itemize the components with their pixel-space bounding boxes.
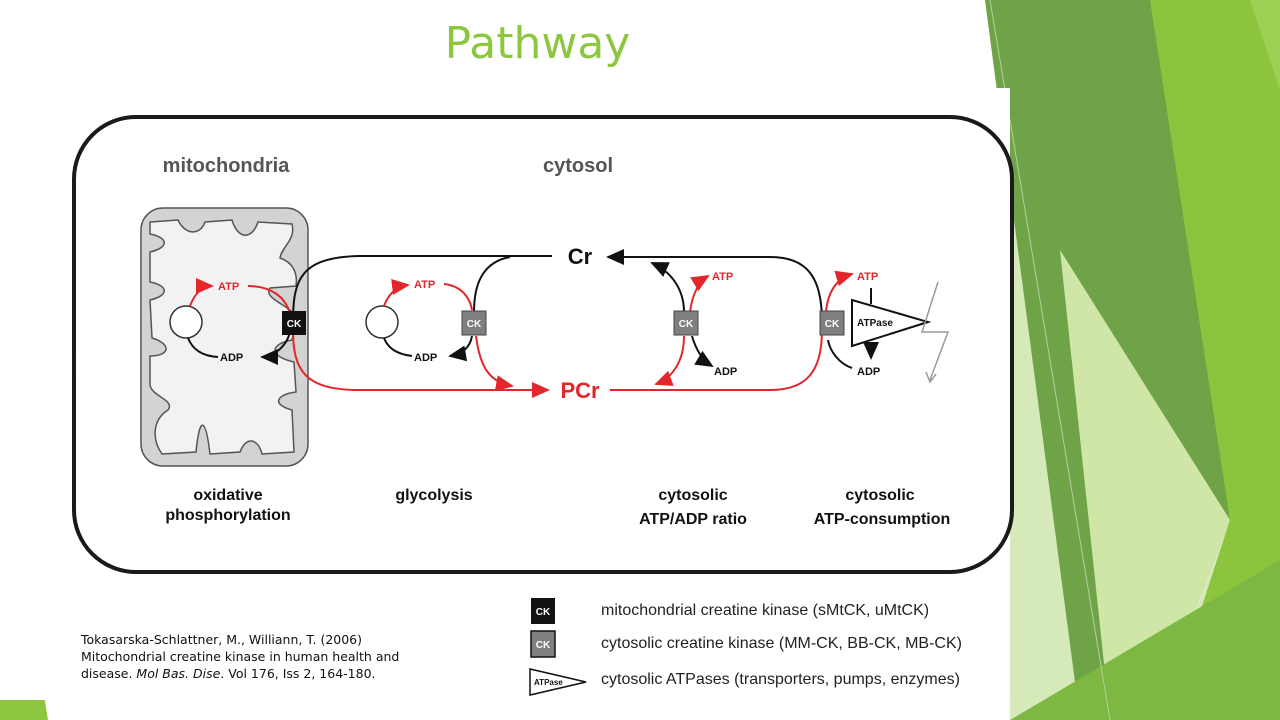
glycolysis-label: glycolysis xyxy=(395,487,472,504)
right-facet-bottom xyxy=(1010,560,1280,720)
atpase-label: ATPase xyxy=(857,318,893,329)
consumption-ck-to-atp xyxy=(825,270,854,313)
cr-track-left xyxy=(292,255,552,323)
consumption-ck-label: CK xyxy=(825,319,840,330)
pcr-label: PCr xyxy=(560,378,600,403)
mito-ck-to-adp xyxy=(260,331,291,365)
mito-adp-return xyxy=(187,337,219,358)
consumption-ck-box xyxy=(819,310,845,336)
consumption-label-line2: ATP-consumption xyxy=(814,511,951,528)
oxphos-label-line2: phosphorylation xyxy=(165,507,290,524)
citation-line-3-pre: disease. xyxy=(81,666,137,681)
mito-atp-label: ATP xyxy=(218,281,239,293)
consumption-atp-label: ATP xyxy=(857,271,878,283)
lightning-arrowhead xyxy=(925,371,937,384)
ratio-adp-label: ADP xyxy=(714,366,737,378)
lightning-arrow xyxy=(920,281,950,381)
consumption-adp-label: ADP xyxy=(857,366,880,378)
citation-line-2: Mitochondrial creatine kinase in human h… xyxy=(81,649,400,664)
citation-line-3-post: . Vol 176, Iss 2, 164-180. xyxy=(220,666,376,681)
mito-ck-label: CK xyxy=(287,319,302,330)
citation-line-3: disease. Mol Bas. Dise. Vol 176, Iss 2, … xyxy=(81,665,501,682)
legend-mito-ck-text: mitochondrial creatine kinase (sMtCK, uM… xyxy=(601,602,929,619)
legend-atpase-text: cytosolic ATPases (transporters, pumps, … xyxy=(601,671,960,688)
glyco-ck-label: CK xyxy=(467,319,482,330)
citation-line-1: Tokasarska-Schlattner, M., Williann, T. … xyxy=(81,632,363,647)
glyco-adp-label: ADP xyxy=(414,352,437,364)
legend-cyto-ck-text: cytosolic creatine kinase (MM-CK, BB-CK,… xyxy=(601,635,962,652)
ratio-label-line1: cytosolic xyxy=(658,487,727,504)
right-facet-top xyxy=(1250,0,1280,90)
slide-title: Pathway xyxy=(444,18,631,69)
ratio-ck-to-adp xyxy=(691,335,714,368)
mitochondrion-cristae xyxy=(149,219,298,455)
mito-atp-arrow xyxy=(189,278,214,307)
glyco-ck-to-adp xyxy=(448,335,473,362)
consumption-label-line1: cytosolic xyxy=(845,487,914,504)
cytosol-label: cytosol xyxy=(543,155,613,177)
consumption-adp-to-ck xyxy=(827,339,853,369)
oxphos-label-line1: oxidative xyxy=(193,487,262,504)
right-facet-bright xyxy=(1150,0,1280,720)
mito-atp-to-ck xyxy=(247,285,291,315)
ratio-label-line2: ATP/ADP ratio xyxy=(639,511,747,528)
glyco-atp-to-ck xyxy=(443,283,473,311)
glyco-adp-return xyxy=(383,337,413,357)
glyco-atp-label: ATP xyxy=(414,279,435,291)
ratio-atp-label: ATP xyxy=(712,271,733,283)
legend-cyto-ck-symbol xyxy=(530,630,556,658)
legend: CK mitochondrial creatine kinase (sMtCK,… xyxy=(529,598,962,696)
glyco-ck-to-cr xyxy=(473,256,511,313)
cell-boundary xyxy=(72,115,1014,574)
cr-label: Cr xyxy=(568,244,593,269)
citation: Tokasarska-Schlattner, M., Williann, T. … xyxy=(81,631,501,682)
ratio-ck-to-atp xyxy=(689,274,710,313)
mito-ck-box xyxy=(282,311,306,335)
ratio-cr-to-ck xyxy=(650,262,685,313)
cr-arrow-from-right xyxy=(606,249,823,323)
legend-cyto-ck-symbol-label: CK xyxy=(536,640,551,651)
ratio-ck-label: CK xyxy=(679,319,694,330)
mitochondria-label: mitochondria xyxy=(163,155,291,177)
glyco-ck-box xyxy=(461,310,487,336)
ratio-ck-to-pcr xyxy=(654,335,685,386)
glyco-atp-arrow xyxy=(383,279,410,307)
citation-journal: Mol Bas. Dise xyxy=(136,666,221,681)
pcr-arrow-from-mito xyxy=(292,329,550,398)
right-facet-pale xyxy=(1060,250,1230,720)
glycolysis-circle xyxy=(365,305,399,339)
atpase-triangle xyxy=(851,298,932,348)
oxphos-circle xyxy=(169,305,203,339)
legend-mito-ck-symbol xyxy=(531,598,555,624)
ratio-ck-box xyxy=(673,310,699,336)
mito-adp-label: ADP xyxy=(220,352,243,364)
pcr-track-right xyxy=(610,329,823,391)
legend-mito-ck-symbol-label: CK xyxy=(536,607,551,618)
glyco-ck-to-pcr xyxy=(475,335,514,391)
legend-atpase-symbol-label: ATPase xyxy=(534,678,563,687)
legend-atpase-symbol xyxy=(529,668,587,696)
